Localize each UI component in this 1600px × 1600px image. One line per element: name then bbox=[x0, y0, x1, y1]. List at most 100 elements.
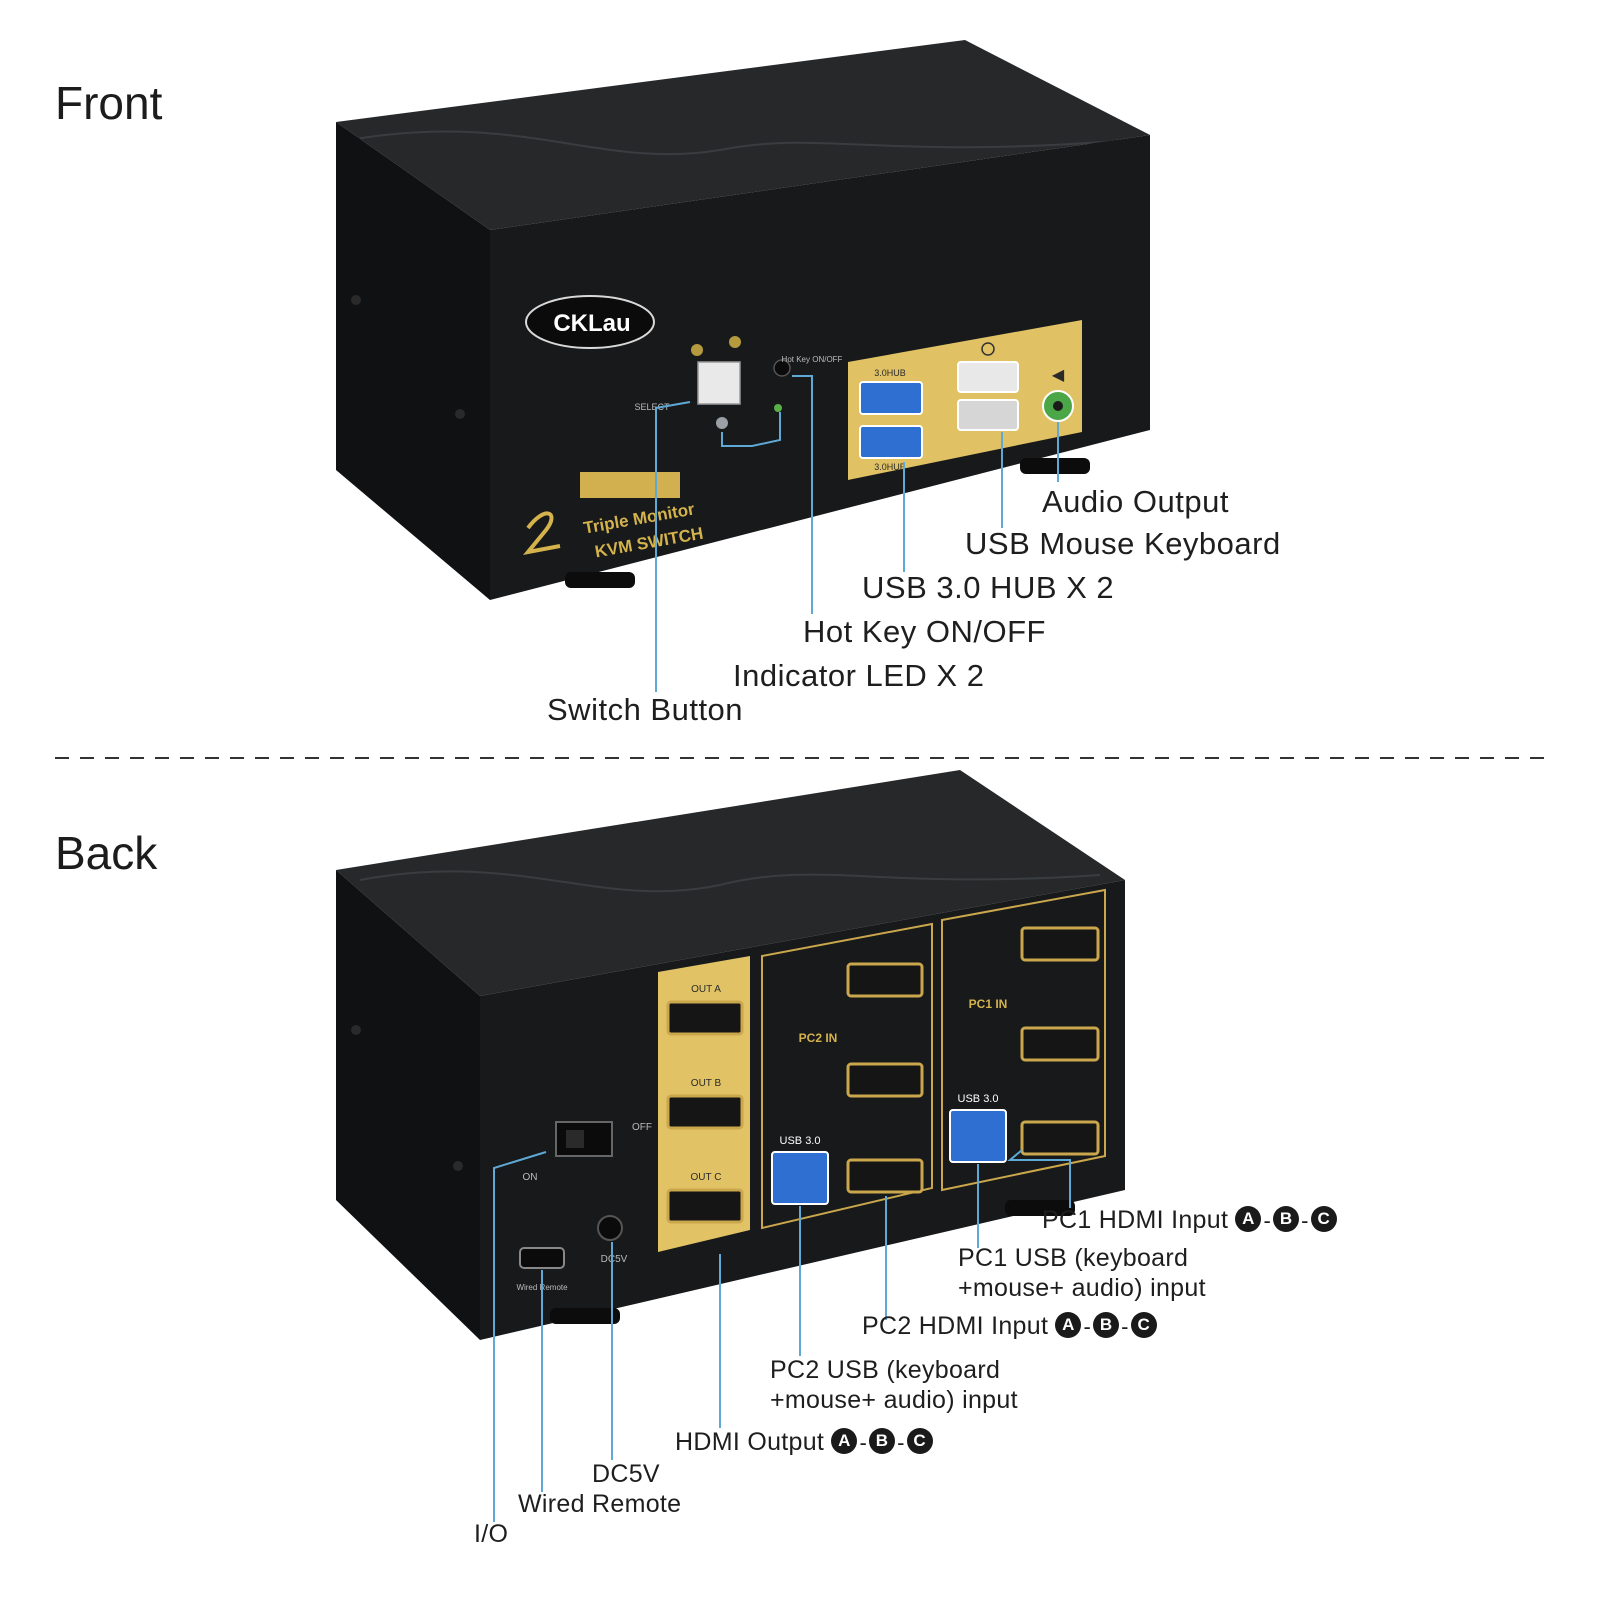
pc2-hdmi-port-a[interactable] bbox=[846, 962, 924, 998]
pc2-hdmi-port-b[interactable] bbox=[846, 1062, 924, 1098]
usb3-port-top[interactable] bbox=[859, 381, 923, 415]
pc1-hdmi-port-a[interactable] bbox=[1020, 926, 1100, 962]
badge-b-icon: B bbox=[1093, 1312, 1120, 1339]
callout-pc2-hdmi: PC2 HDMI Input A-B-C bbox=[862, 1312, 1157, 1341]
leader-io bbox=[493, 1151, 547, 1522]
badge-c-icon: C bbox=[906, 1428, 933, 1455]
front-title: Front bbox=[55, 77, 163, 129]
front-foot bbox=[1020, 458, 1090, 474]
badge-c-icon: C bbox=[1310, 1206, 1337, 1233]
badge-a-icon: A bbox=[831, 1428, 858, 1455]
callout-dc5v: DC5V bbox=[592, 1460, 660, 1488]
leader-pc1-hdmi bbox=[1007, 1149, 1071, 1208]
pc2-hdmi-text: PC2 HDMI Input bbox=[862, 1312, 1049, 1340]
callout-pc2-usb-line2: +mouse+ audio) input bbox=[770, 1386, 1018, 1414]
back-device-side bbox=[336, 870, 480, 1340]
keyboard-mouse-icon bbox=[981, 342, 995, 356]
hotkey-button[interactable] bbox=[773, 359, 791, 377]
pc1-usb3-port[interactable] bbox=[949, 1109, 1007, 1163]
on-label: ON bbox=[523, 1172, 538, 1183]
usb-keyboard-port[interactable] bbox=[957, 361, 1019, 393]
usb3-top-label: 3.0HUB bbox=[874, 368, 906, 378]
badge-a-icon: A bbox=[1055, 1312, 1082, 1339]
back-leader-lines bbox=[493, 1149, 1071, 1522]
badge-a-icon: A bbox=[1235, 1206, 1262, 1233]
callout-pc1-hdmi: PC1 HDMI Input A-B-C bbox=[1042, 1206, 1337, 1235]
speaker-icon: ◀ bbox=[1052, 367, 1065, 384]
led-1-icon bbox=[691, 344, 703, 356]
out-label-b: OUT B bbox=[691, 1078, 722, 1089]
pc2-hdmi-port-c[interactable] bbox=[846, 1158, 924, 1194]
power-switch-rocker bbox=[566, 1130, 584, 1148]
back-top-wave bbox=[359, 870, 1101, 893]
callout-switch-button: Switch Button bbox=[547, 692, 744, 727]
leader-hotkey bbox=[792, 375, 813, 614]
usb-mouse-port[interactable] bbox=[957, 399, 1019, 431]
led-2-icon bbox=[729, 336, 741, 348]
back-device: ON OFF DC5V Wired Remote OUT A OUT B OUT… bbox=[336, 770, 1125, 1522]
hdmi-output-text: HDMI Output bbox=[675, 1428, 825, 1456]
back-device-face bbox=[480, 880, 1125, 1340]
hdmi-out-port-c[interactable] bbox=[666, 1188, 744, 1224]
front-leader-lines bbox=[655, 375, 1059, 692]
wired-remote-port[interactable] bbox=[519, 1247, 565, 1269]
pc2-panel-outline bbox=[761, 922, 933, 1230]
callout-wired-remote: Wired Remote bbox=[518, 1490, 682, 1518]
leader-switch-button bbox=[655, 401, 691, 692]
pc1-hdmi-text: PC1 HDMI Input bbox=[1042, 1206, 1229, 1234]
front-side-screw bbox=[351, 295, 361, 305]
callout-usb-mouse-keyboard: USB Mouse Keyboard bbox=[965, 526, 1281, 561]
front-device: CKLau SELECT Hot Key ON/OFF Triple Monit… bbox=[336, 40, 1150, 692]
off-label: OFF bbox=[632, 1122, 652, 1133]
product-badge-box bbox=[580, 472, 680, 498]
usb3-bottom-label: 3.0HUB bbox=[874, 462, 906, 472]
usb3-port-bottom[interactable] bbox=[859, 425, 923, 459]
back-title: Back bbox=[55, 827, 158, 879]
out-label-c: OUT C bbox=[691, 1172, 722, 1183]
pc1-hdmi-port-b[interactable] bbox=[1020, 1026, 1100, 1062]
badge-c-icon: C bbox=[1130, 1312, 1157, 1339]
front-foot bbox=[565, 572, 635, 588]
callout-pc1-usb-line1: PC1 USB (keyboard bbox=[958, 1244, 1189, 1272]
pc2-in-label: PC2 IN bbox=[799, 1031, 838, 1045]
callout-indicator-led: Indicator LED X 2 bbox=[733, 658, 985, 693]
front-device-side bbox=[336, 122, 490, 600]
leader-indicator-led bbox=[721, 412, 781, 447]
callout-pc1-usb-line2: +mouse+ audio) input bbox=[958, 1274, 1206, 1302]
pc1-hdmi-port-c[interactable] bbox=[1020, 1120, 1100, 1156]
pc1-in-label: PC1 IN bbox=[969, 997, 1008, 1011]
switch-button[interactable] bbox=[697, 361, 741, 405]
callout-io: I/O bbox=[474, 1520, 509, 1548]
indicator-led-icon bbox=[774, 404, 782, 412]
out-label-a: OUT A bbox=[691, 984, 721, 995]
pc2-usb3-label: USB 3.0 bbox=[780, 1135, 821, 1147]
pc1-usb3-label: USB 3.0 bbox=[958, 1093, 999, 1105]
front-side-screw bbox=[455, 409, 465, 419]
callout-hdmi-output: HDMI Output A-B-C bbox=[675, 1428, 933, 1457]
back-foot bbox=[1005, 1200, 1075, 1216]
back-foot bbox=[550, 1308, 620, 1324]
front-top-wave bbox=[349, 130, 1131, 156]
callout-usb-hub: USB 3.0 HUB X 2 bbox=[862, 570, 1115, 605]
badge-b-icon: B bbox=[869, 1428, 896, 1455]
hdmi-out-port-a[interactable] bbox=[666, 1000, 744, 1036]
callout-audio-output: Audio Output bbox=[1042, 484, 1229, 519]
callout-pc2-usb-line1: PC2 USB (keyboard bbox=[770, 1356, 1001, 1384]
brand-logo-text: CKLau bbox=[553, 310, 630, 337]
back-side-screw bbox=[351, 1025, 361, 1035]
brand-logo bbox=[525, 295, 655, 349]
back-side-screw bbox=[453, 1161, 463, 1171]
pc2-usb3-port[interactable] bbox=[771, 1151, 829, 1205]
dc-small-label: DC5V bbox=[601, 1254, 628, 1265]
badge-b-icon: B bbox=[1273, 1206, 1300, 1233]
indicator-led-icon bbox=[716, 417, 728, 429]
number-2-mark bbox=[522, 511, 561, 555]
dc-jack[interactable] bbox=[597, 1215, 623, 1241]
audio-jack-hole bbox=[1053, 401, 1063, 411]
select-label: SELECT bbox=[634, 402, 670, 412]
hdmi-out-port-b[interactable] bbox=[666, 1094, 744, 1130]
front-device-top bbox=[336, 40, 1150, 230]
hotkey-small-label: Hot Key ON/OFF bbox=[782, 355, 843, 364]
pc1-panel-outline bbox=[941, 888, 1106, 1192]
